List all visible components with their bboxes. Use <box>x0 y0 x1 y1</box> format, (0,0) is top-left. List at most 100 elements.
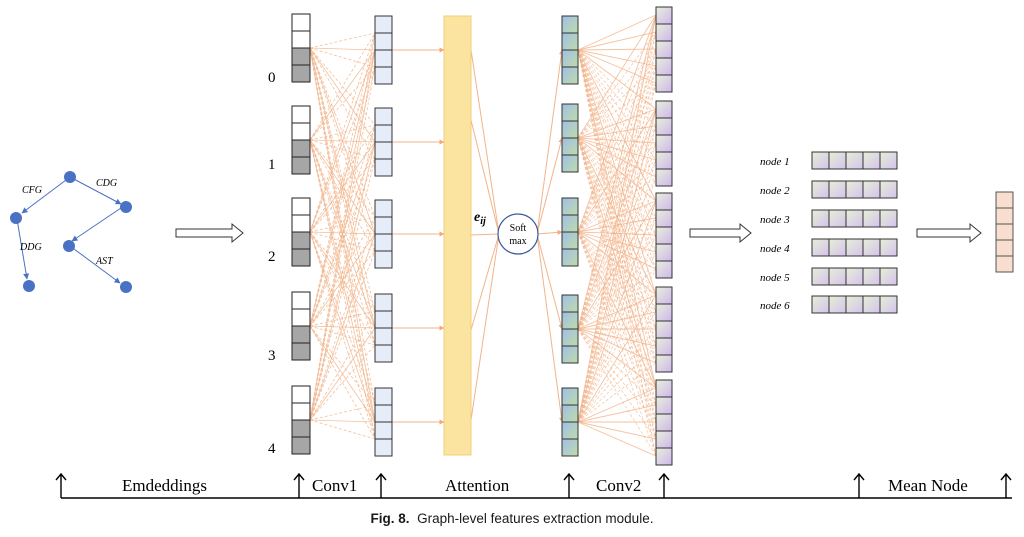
connection-line <box>577 176 657 330</box>
connection-line <box>577 217 657 423</box>
connection-line <box>309 419 376 440</box>
connection-line <box>577 137 657 270</box>
output-cell <box>655 320 673 339</box>
node-vector-labels: node 1 node 2 node 3 node 4 node 5 node … <box>760 156 790 312</box>
conv1-cell <box>374 293 393 312</box>
node-label-4: node 4 <box>760 243 790 255</box>
connection-line <box>309 49 376 421</box>
node-vector-cell <box>845 151 864 170</box>
output-cell <box>655 413 673 432</box>
graph-node <box>63 240 75 252</box>
connection-line <box>577 328 657 347</box>
conv1-cell <box>374 250 393 269</box>
connection-line <box>577 231 657 270</box>
connection-line <box>309 47 376 51</box>
mean-node-vector <box>995 191 1014 273</box>
conv2-cell <box>561 387 579 406</box>
conv2-cell <box>561 294 579 313</box>
connection-line <box>577 49 657 67</box>
connection-line <box>577 137 657 219</box>
node-vector-cell <box>828 295 847 314</box>
connection-line <box>309 233 376 421</box>
connection-line <box>577 176 657 423</box>
connection-line <box>577 159 657 330</box>
conv2-output-connections <box>577 14 657 457</box>
connection-line <box>577 268 657 330</box>
embedding-cell <box>291 231 311 250</box>
connection-line <box>577 234 657 423</box>
connection-line <box>577 31 657 423</box>
embedding-index-labels: 0 1 2 3 4 <box>268 70 276 457</box>
connection-line <box>577 159 657 423</box>
embedding-to-conv1-connections <box>309 32 376 440</box>
node-vector-cell <box>845 267 864 286</box>
edge-label-cdg: CDG <box>96 178 117 189</box>
embedding-cell <box>291 13 311 32</box>
connection-line <box>577 65 657 423</box>
connection-line <box>577 125 657 423</box>
conv1-cell <box>374 327 393 346</box>
connection-line <box>577 31 657 139</box>
connection-line <box>470 233 500 236</box>
node-vector-cell <box>811 151 830 170</box>
node-vector-cell <box>879 180 898 199</box>
conv2-cell <box>561 231 579 250</box>
connection-line <box>309 216 376 327</box>
node-vector-cell <box>811 209 830 228</box>
node-vector-cell <box>862 295 881 314</box>
graph-node <box>23 280 35 292</box>
attention-bar <box>443 15 472 456</box>
node-vector-cell <box>828 180 847 199</box>
node-vector-cell <box>845 295 864 314</box>
connection-line <box>577 14 657 233</box>
node-vector-cell <box>862 267 881 286</box>
connection-line <box>577 217 657 233</box>
node-vector-cell <box>811 295 830 314</box>
connection-line <box>577 82 657 139</box>
connection-line <box>577 14 657 330</box>
output-cell <box>655 100 673 119</box>
conv2-cell <box>561 248 579 267</box>
connection-line <box>309 32 376 421</box>
connection-line <box>577 137 657 178</box>
flow-arrow-1 <box>175 222 244 244</box>
output-cell <box>655 40 673 59</box>
softmax-label-line2: max <box>509 236 526 247</box>
connection-line <box>577 65 657 330</box>
output-cell <box>655 134 673 153</box>
connection-line <box>309 231 376 252</box>
embedding-cell <box>291 122 311 141</box>
conv1-to-attention-connections <box>392 47 445 425</box>
connection-line <box>577 251 657 423</box>
connection-line <box>577 404 657 423</box>
graph-node <box>120 201 132 213</box>
conv2-cell <box>561 311 579 330</box>
connection-line <box>577 49 657 202</box>
embedding-cell <box>291 156 311 175</box>
node-vector-cell <box>828 209 847 228</box>
embedding-cell <box>291 291 311 310</box>
softmax-node: Soft max <box>497 213 539 255</box>
connection-line <box>309 310 376 421</box>
connection-line <box>577 231 657 347</box>
node-label-3: node 3 <box>760 214 790 226</box>
connection-line <box>309 216 376 421</box>
embedding-cell <box>291 30 311 49</box>
connection-line <box>577 328 657 423</box>
node-vector-cell <box>879 151 898 170</box>
conv1-column <box>374 15 393 457</box>
conv1-cell <box>374 15 393 34</box>
axis-label-conv1: Conv1 <box>312 476 357 495</box>
connection-line <box>577 231 657 364</box>
node-vector-cell <box>879 238 898 257</box>
embedding-cell <box>291 308 311 327</box>
embedding-index-0: 0 <box>268 70 276 86</box>
conv2-cell <box>561 49 579 68</box>
connection-line <box>577 251 657 330</box>
embedding-cell <box>291 248 311 267</box>
output-cell <box>655 379 673 398</box>
node-vectors <box>811 151 898 314</box>
node-vector-cell <box>862 209 881 228</box>
embedding-cell <box>291 436 311 455</box>
embedding-cell <box>291 197 311 216</box>
